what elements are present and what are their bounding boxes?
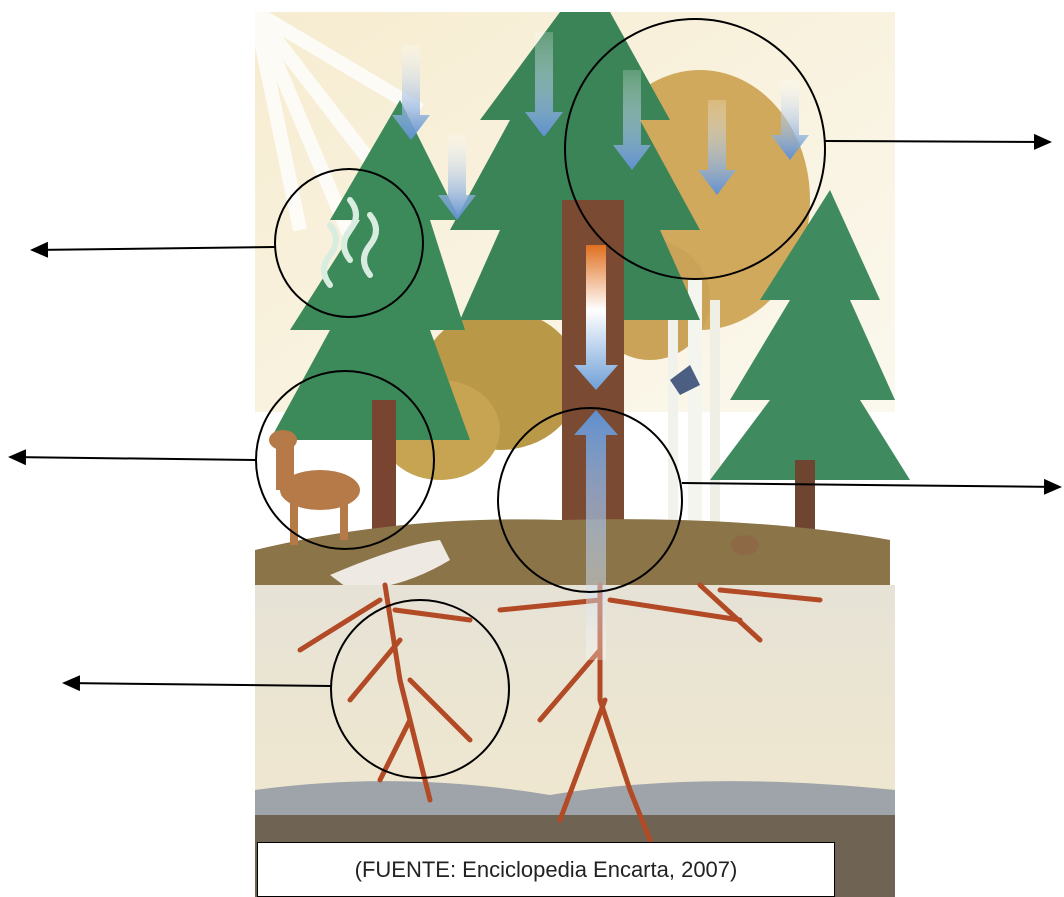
deer [269, 430, 360, 545]
source-caption: (FUENTE: Enciclopedia Encarta, 2007) [257, 842, 835, 897]
arrow-fauna [10, 457, 256, 460]
rabbit [731, 535, 759, 555]
arrow-transpiration [32, 247, 275, 250]
arrow-canopy [825, 141, 1050, 142]
arrow-trunk [682, 483, 1060, 487]
